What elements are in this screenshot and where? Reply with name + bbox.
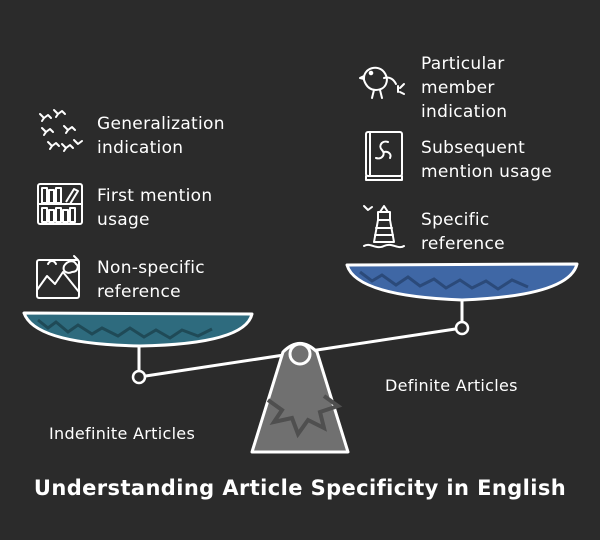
bookshelf-icon	[37, 183, 83, 225]
lighthouse-icon	[363, 205, 405, 249]
fulcrum	[250, 342, 350, 454]
item-label-line: reference	[97, 282, 181, 302]
item-label-line: indication	[421, 102, 508, 122]
definite-item-2: Subsequent mention usage	[421, 136, 552, 184]
indefinite-category-label: Indefinite Articles	[49, 424, 196, 443]
item-label-line: Specific	[421, 210, 490, 230]
bird-icon	[359, 66, 405, 99]
item-label-line: indication	[97, 138, 184, 158]
diagram-title: Understanding Article Specificity in Eng…	[33, 476, 567, 500]
definite-item-3: Specific reference	[421, 208, 505, 256]
item-label-line: Generalization	[97, 114, 225, 134]
indefinite-item-2: First mention usage	[97, 184, 212, 232]
indefinite-item-3: Non-specific reference	[97, 256, 205, 304]
item-label-line: Particular	[421, 54, 505, 74]
definite-category-label: Definite Articles	[385, 376, 518, 395]
definite-item-1: Particular member indication	[421, 52, 507, 124]
item-label-line: reference	[421, 234, 505, 254]
right-joint	[454, 320, 470, 336]
book-icon	[365, 131, 403, 181]
item-label-line: member	[421, 78, 495, 98]
item-label-line: mention usage	[421, 162, 552, 182]
landscape-icon	[36, 255, 80, 299]
item-label-line: Subsequent	[421, 138, 526, 158]
item-label-line: Non-specific	[97, 258, 205, 278]
indefinite-item-1: Generalization indication	[97, 112, 225, 160]
right-pan	[345, 262, 579, 302]
item-label-line: usage	[97, 210, 150, 230]
left-pan	[22, 311, 254, 348]
birds-flock-icon	[39, 109, 83, 152]
pivot-ring	[288, 342, 312, 366]
left-joint	[131, 369, 147, 385]
item-label-line: First mention	[97, 186, 213, 206]
